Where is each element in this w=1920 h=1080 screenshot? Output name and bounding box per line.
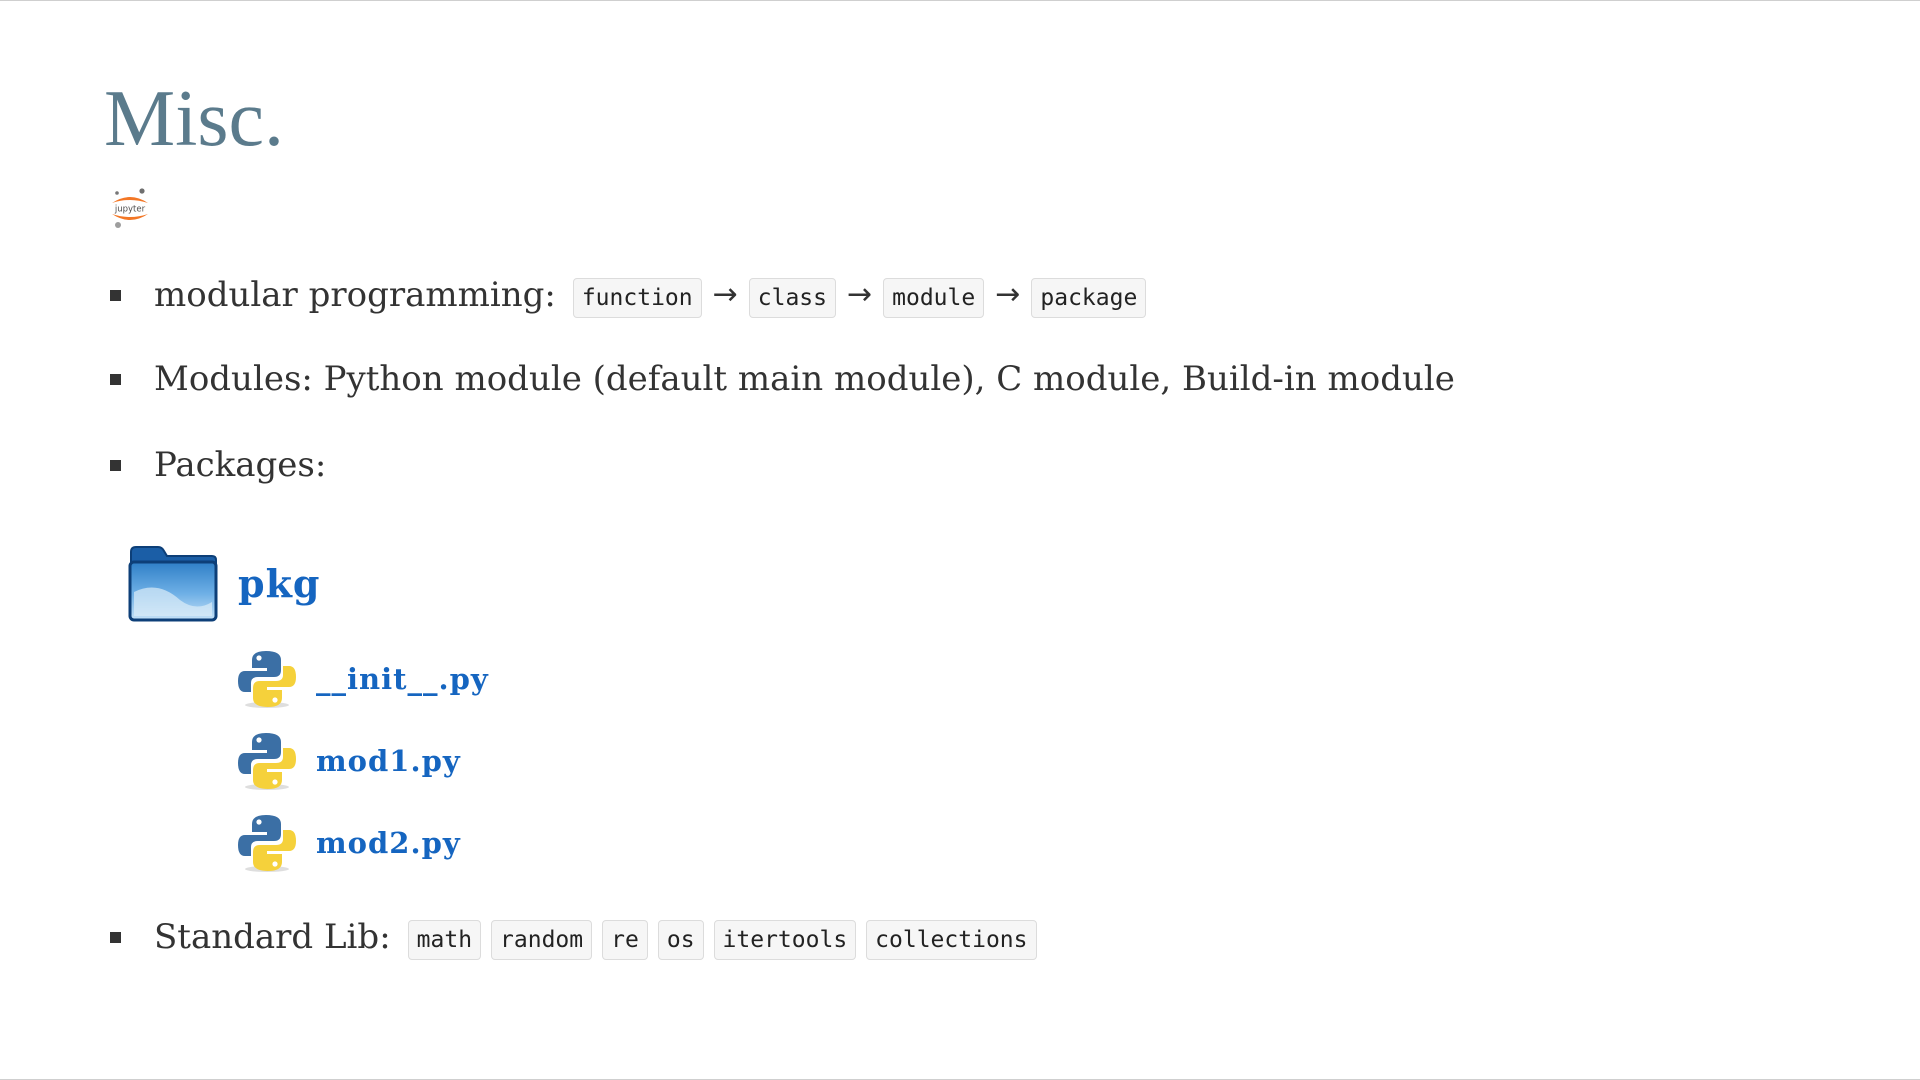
- code-collections: collections: [866, 920, 1037, 960]
- code-random: random: [491, 920, 593, 960]
- package-folder-row: pkg: [128, 544, 320, 622]
- code-module: module: [883, 278, 985, 318]
- python-icon: [238, 815, 296, 872]
- modular-programming-label: modular programming:: [154, 275, 556, 315]
- code-math: math: [407, 920, 482, 960]
- python-icon: [238, 651, 296, 708]
- bullet-standard-lib: Standard Lib: math random re os itertool…: [110, 915, 1042, 960]
- code-itertools: itertools: [713, 920, 857, 960]
- bullet-marker: [110, 931, 121, 943]
- code-class: class: [748, 278, 836, 318]
- folder-icon: [128, 546, 218, 622]
- package-file-mod2: mod2.py: [236, 812, 461, 874]
- bullet-packages: Packages:: [110, 443, 326, 487]
- package-file-name: mod2.py: [316, 826, 461, 860]
- jupyter-logo-text: jupyter: [114, 205, 146, 215]
- code-re: re: [602, 920, 648, 960]
- standard-lib-label: Standard Lib:: [154, 917, 391, 957]
- bullet-marker: [110, 289, 121, 301]
- jupyter-logo-icon: jupyter: [112, 188, 148, 228]
- code-function: function: [572, 278, 702, 318]
- arrow-right-icon: →: [847, 277, 873, 312]
- bullet-modular-programming: modular programming: function → class → …: [110, 273, 1151, 318]
- packages-label: Packages:: [154, 445, 327, 485]
- package-folder-name: pkg: [238, 560, 321, 606]
- slide-title: Misc.: [104, 75, 284, 163]
- arrow-right-icon: →: [712, 277, 738, 312]
- package-file-name: __init__.py: [316, 662, 489, 696]
- bullet-marker: [110, 459, 121, 471]
- package-file-mod1: mod1.py: [236, 730, 461, 792]
- code-os: os: [657, 920, 704, 960]
- code-package: package: [1031, 278, 1147, 318]
- bullet-modules: Modules: Python module (default main mod…: [110, 357, 1455, 401]
- bullet-marker: [110, 373, 121, 385]
- modules-text: Modules: Python module (default main mod…: [154, 359, 1455, 399]
- package-file-name: mod1.py: [316, 744, 461, 778]
- arrow-right-icon: →: [995, 277, 1021, 312]
- package-file-init: __init__.py: [236, 648, 489, 710]
- python-icon: [238, 733, 296, 790]
